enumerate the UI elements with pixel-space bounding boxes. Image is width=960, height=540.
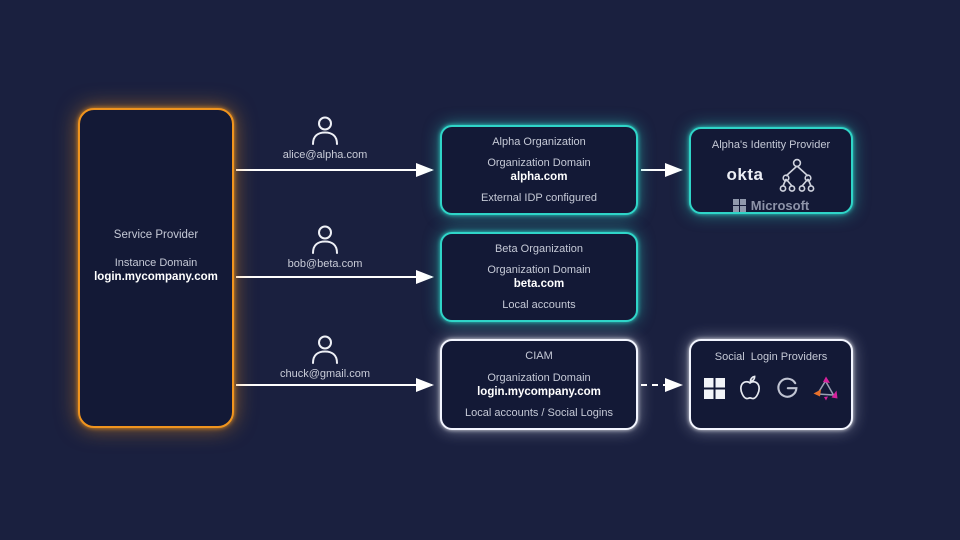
user-icon — [312, 335, 338, 364]
user-alice: alice@alpha.com — [255, 115, 395, 161]
service-provider-box: Service Provider Instance Domain login.m… — [78, 108, 234, 428]
org-footer: Local accounts / Social Logins — [465, 407, 613, 419]
org-domain-value: beta.com — [513, 278, 565, 290]
org-domain-group: Organization Domain login.mycompany.com — [477, 372, 601, 398]
social-logo-row — [704, 375, 838, 401]
org-title: CIAM — [525, 350, 553, 362]
service-provider-content: Service Provider Instance Domain login.m… — [94, 229, 218, 283]
org-domain-group: Organization Domain beta.com — [487, 264, 590, 290]
social-providers-title: Social Login Providers — [714, 351, 828, 363]
user-email: chuck@gmail.com — [279, 368, 371, 380]
user-email: alice@alpha.com — [282, 149, 368, 161]
org-title: Alpha Organization — [492, 136, 586, 148]
org-box-alpha: Alpha Organization Organization Domain a… — [440, 125, 638, 215]
user-bob: bob@beta.com — [255, 224, 395, 270]
social-providers-box: Social Login Providers — [689, 339, 853, 430]
org-domain-value: alpha.com — [510, 171, 568, 183]
apple-icon — [740, 375, 760, 400]
identity-provider-box: Alpha's Identity Provider okta — [689, 127, 853, 214]
windows-icon — [704, 377, 725, 399]
user-icon — [312, 225, 338, 254]
identity-provider-title: Alpha's Identity Provider — [711, 139, 831, 151]
user-email: bob@beta.com — [287, 258, 363, 270]
microsoft-logo: Microsoft — [732, 198, 810, 213]
org-box-beta: Beta Organization Organization Domain be… — [440, 232, 638, 322]
user-chuck: chuck@gmail.com — [255, 334, 395, 380]
user-icon — [312, 116, 338, 145]
org-domain-group: Organization Domain alpha.com — [487, 157, 590, 183]
org-domain-label: Organization Domain — [487, 371, 591, 384]
org-footer: External IDP configured — [481, 192, 597, 204]
google-icon — [777, 377, 798, 398]
okta-logo: okta — [726, 165, 764, 184]
org-domain-label: Organization Domain — [487, 157, 591, 169]
instance-domain-label: Instance Domain — [114, 257, 198, 269]
org-footer: Local accounts — [502, 299, 576, 311]
org-title: Beta Organization — [494, 243, 584, 255]
colorful-triangle-icon — [813, 376, 838, 401]
microsoft-grid-icon — [732, 199, 746, 212]
instance-domain-value: login.mycompany.com — [94, 271, 218, 283]
service-provider-title: Service Provider — [113, 229, 199, 241]
org-box-ciam: CIAM Organization Domain login.mycompany… — [440, 339, 638, 430]
microsoft-wordmark: Microsoft — [750, 198, 810, 213]
idp-logo-row: okta — [727, 158, 816, 192]
directory-tree-icon — [780, 158, 815, 192]
org-domain-label: Organization Domain — [487, 264, 591, 276]
org-domain-value: login.mycompany.com — [477, 385, 601, 398]
